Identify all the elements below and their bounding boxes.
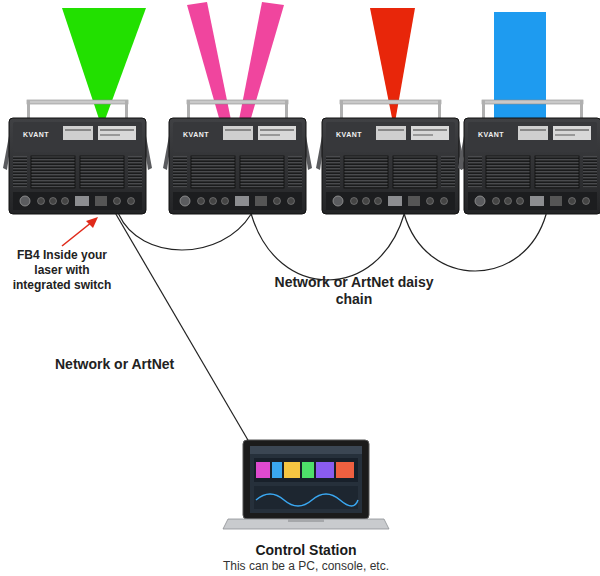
station-note: This can be a PC, console, etc. xyxy=(223,559,389,574)
network-cable xyxy=(119,214,252,250)
brand-logo: KVANT xyxy=(478,131,504,138)
station-title: Control Station xyxy=(255,542,356,559)
brand-logo: KVANT xyxy=(183,131,209,138)
connector-label: Network or ArtNet xyxy=(55,356,205,373)
network-cable xyxy=(251,214,404,280)
network-cable xyxy=(116,214,248,440)
laser-unit: KVANT xyxy=(169,118,306,214)
network-cable xyxy=(404,214,546,271)
control-station: Control StationThis can be a PC, console… xyxy=(196,440,416,574)
annotation-label: Network or ArtNet daisy chain xyxy=(268,274,440,308)
brand-logo: KVANT xyxy=(23,131,49,138)
annotation-label: FB4 Inside your laser with integrated sw… xyxy=(6,248,118,293)
laser-unit: KVANT xyxy=(322,118,459,214)
laser-unit: KVANT xyxy=(9,118,146,214)
laser-unit: KVANT xyxy=(464,118,600,214)
brand-logo: KVANT xyxy=(336,131,362,138)
